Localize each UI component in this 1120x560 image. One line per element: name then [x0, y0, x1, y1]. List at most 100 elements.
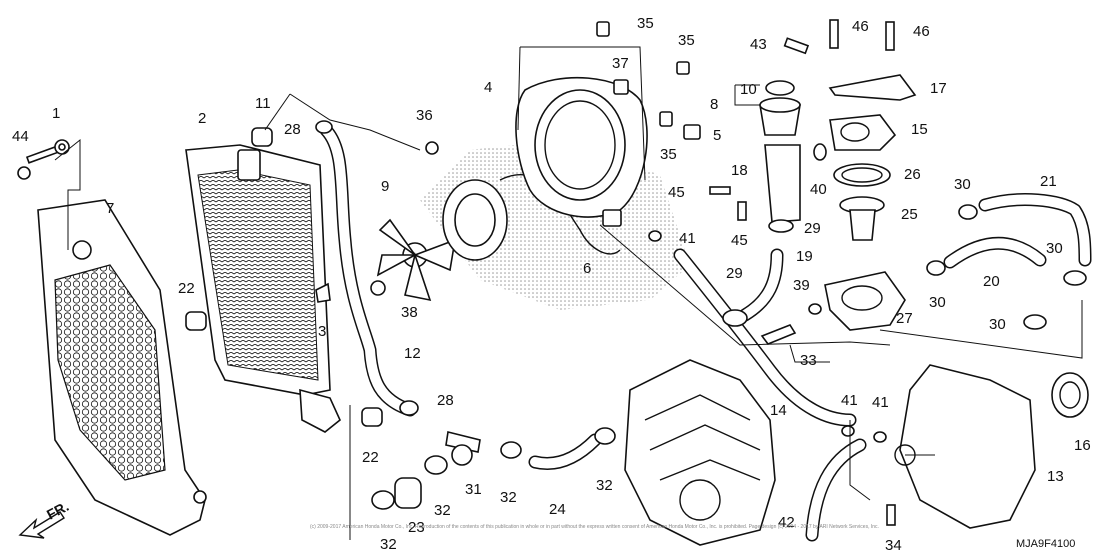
callout-32: 32 — [596, 477, 613, 494]
connector-part-6 — [602, 209, 622, 227]
callout-46: 46 — [852, 18, 869, 35]
callout-36: 36 — [416, 107, 433, 124]
bolt-part-45a — [709, 186, 731, 195]
callout-1: 1 — [52, 105, 60, 122]
callout-12: 12 — [404, 345, 421, 362]
leader-lines — [54, 46, 1083, 540]
callout-20: 20 — [983, 273, 1000, 290]
hose-part-20 — [943, 236, 1047, 269]
clamp-part-29b — [722, 309, 748, 327]
callout-30: 30 — [1046, 240, 1063, 257]
callout-25: 25 — [901, 206, 918, 223]
bracket-part-17 — [828, 74, 917, 101]
callout-45: 45 — [731, 232, 748, 249]
cap-part-16 — [1051, 372, 1089, 418]
clamp-part-30a — [958, 204, 978, 220]
callout-16: 16 — [1074, 437, 1091, 454]
callout-45: 45 — [668, 184, 685, 201]
seal-part-26 — [833, 163, 891, 187]
callout-26: 26 — [904, 166, 921, 183]
grommet-part-22a — [185, 311, 207, 331]
callout-23: 23 — [408, 519, 425, 536]
oring-part-40 — [813, 143, 827, 161]
callout-13: 13 — [1047, 468, 1064, 485]
bolt-part-36 — [425, 141, 439, 155]
hose-part-14 — [673, 248, 857, 427]
clamp-part-41b — [841, 425, 855, 437]
clamp-part-41a — [648, 230, 662, 242]
callout-34: 34 — [885, 537, 902, 554]
fan-motor — [442, 173, 621, 261]
pipe-part-18 — [764, 144, 801, 223]
clamp-part-30d — [1023, 314, 1047, 330]
callout-40: 40 — [810, 181, 827, 198]
callout-28: 28 — [437, 392, 454, 409]
clamp-part-28a — [315, 120, 333, 134]
callout-46: 46 — [913, 23, 930, 40]
hose-part-21 — [978, 193, 1092, 267]
callout-9: 9 — [381, 178, 389, 195]
callout-21: 21 — [1040, 173, 1057, 190]
cap-part-10 — [765, 80, 795, 96]
callout-27: 27 — [896, 310, 913, 327]
callout-32: 32 — [500, 489, 517, 506]
hose-part-42 — [805, 438, 867, 542]
callout-24: 24 — [549, 501, 566, 518]
hose-part-19 — [738, 248, 784, 322]
callout-30: 30 — [954, 176, 971, 193]
hose-part-23 — [394, 477, 422, 509]
radiator-part-2 — [185, 144, 341, 433]
callout-41: 41 — [841, 392, 858, 409]
clamp-part-32c — [500, 441, 522, 459]
callout-3: 3 — [318, 323, 326, 340]
callout-5: 5 — [713, 127, 721, 144]
callout-8: 8 — [710, 96, 718, 113]
callout-18: 18 — [731, 162, 748, 179]
callout-33: 33 — [800, 352, 817, 369]
hose-part-24 — [528, 433, 602, 470]
radiator-cover-part-7 — [37, 199, 207, 536]
drawing-code: MJA9F4100 — [1016, 538, 1075, 550]
callout-4: 4 — [484, 79, 492, 96]
callout-19: 19 — [796, 248, 813, 265]
callout-2: 2 — [198, 110, 206, 127]
callout-35: 35 — [678, 32, 695, 49]
copyright-notice: (c) 2009-2017 American Honda Motor Co., … — [310, 524, 879, 530]
clamp-part-29a — [768, 219, 794, 233]
clip-part-3 — [315, 282, 331, 303]
bolt-part-44 — [17, 144, 63, 180]
callout-10: 10 — [740, 81, 757, 98]
callout-30: 30 — [989, 316, 1006, 333]
housing-part-15 — [829, 114, 897, 151]
grommet-part-11 — [251, 127, 273, 147]
nut-part-37 — [613, 79, 629, 95]
hose-part-12 — [319, 123, 417, 417]
bolt-part-35c — [659, 111, 673, 127]
bolt-part-46a — [829, 19, 839, 49]
callout-32: 32 — [380, 536, 397, 553]
callout-17: 17 — [930, 80, 947, 97]
clip-part-5 — [683, 124, 701, 140]
sensor-part-33 — [760, 324, 797, 345]
callout-14: 14 — [770, 402, 787, 419]
callout-30: 30 — [929, 294, 946, 311]
fan-shroud-part-4 — [515, 76, 648, 218]
engine — [624, 359, 776, 546]
callout-22: 22 — [362, 449, 379, 466]
callout-44: 44 — [12, 128, 29, 145]
bolt-part-35a — [596, 21, 610, 37]
callout-37: 37 — [612, 55, 629, 72]
clamp-part-32a — [371, 490, 395, 510]
callout-28: 28 — [284, 121, 301, 138]
filler-neck-part-8 — [759, 97, 801, 136]
callout-15: 15 — [911, 121, 928, 138]
collar-part-1 — [54, 139, 70, 155]
bolt-part-45b — [737, 201, 747, 221]
bolt-part-35b — [676, 61, 690, 75]
callout-labels: 44 1 7 2 11 28 22 3 9 36 38 12 28 22 23 … — [12, 15, 1091, 554]
callout-39: 39 — [793, 277, 810, 294]
pump-housing-part-27 — [824, 271, 906, 331]
clamp-part-32b — [424, 455, 448, 475]
oring-part-39 — [808, 303, 822, 315]
callout-42: 42 — [778, 514, 795, 531]
